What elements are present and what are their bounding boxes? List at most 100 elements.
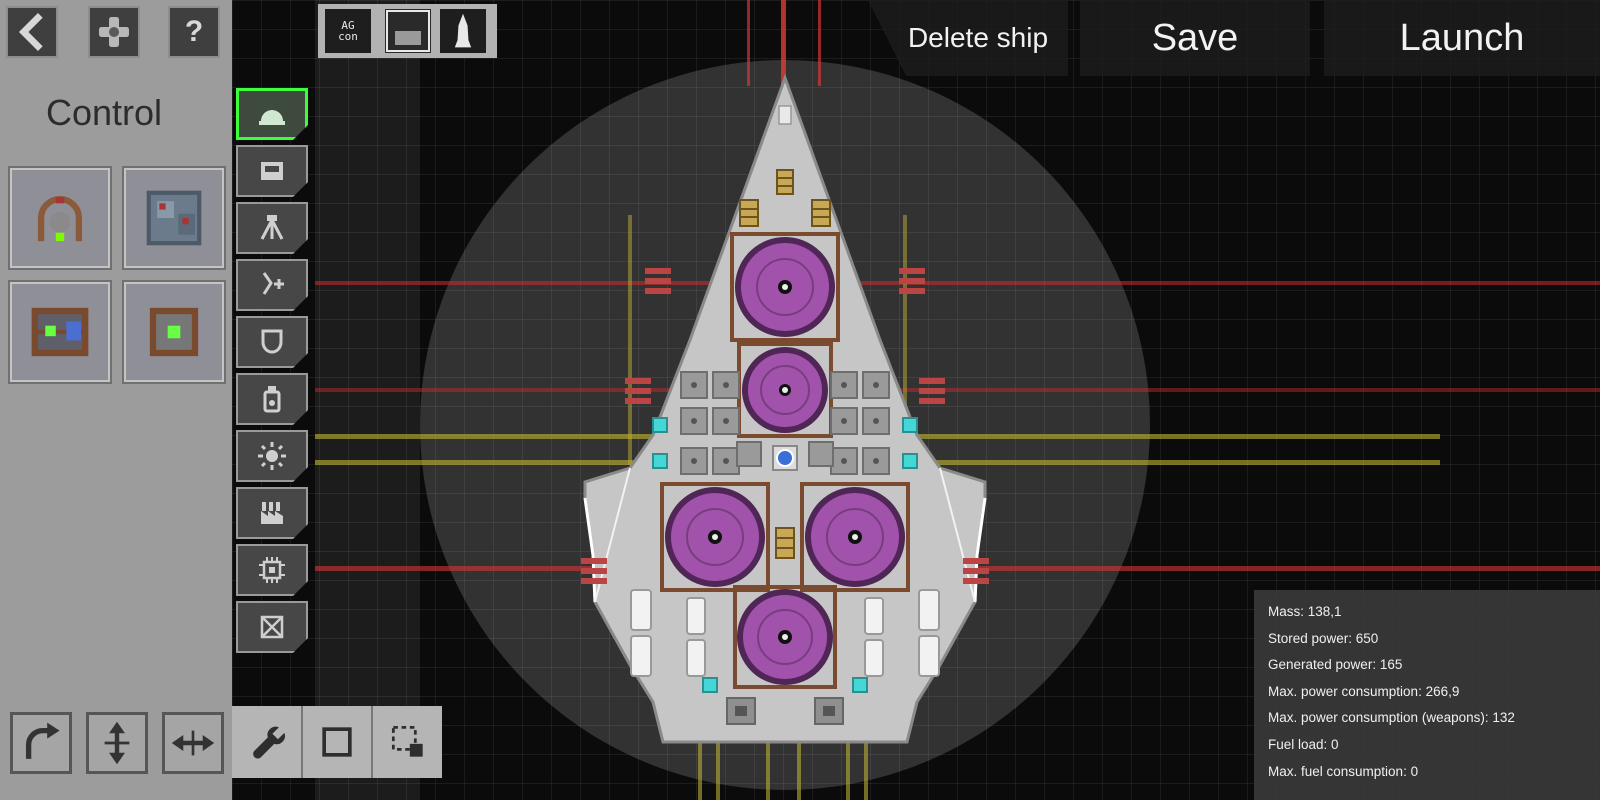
battery-modules[interactable] xyxy=(630,589,940,677)
category-command-button[interactable] xyxy=(236,88,308,140)
settings-button[interactable] xyxy=(88,6,140,58)
thruster-arc-line xyxy=(698,688,702,800)
gyro-part-icon xyxy=(149,307,199,357)
editor-canvas[interactable] xyxy=(232,0,1600,800)
nav-computer-part-icon xyxy=(146,190,202,246)
flip-vertical-button[interactable] xyxy=(86,712,148,774)
side-weapon-mounts[interactable] xyxy=(581,268,989,584)
engine-star-icon xyxy=(254,438,290,474)
ship-slot-bar: AG con xyxy=(318,4,497,58)
chip-icon xyxy=(254,552,290,588)
help-icon: ? xyxy=(184,15,204,48)
rotate-part-button[interactable] xyxy=(10,712,72,774)
category-defense-button[interactable] xyxy=(236,316,308,368)
thruster-arc-line xyxy=(766,688,770,800)
crossed-box-icon xyxy=(254,609,290,645)
stat-max-power-consumption-weapons: Max. power consumption (weapons): 132 xyxy=(1268,710,1515,726)
bridge-part-icon xyxy=(37,196,83,242)
part-slot-bridge[interactable] xyxy=(10,168,110,268)
cockpit-module[interactable] xyxy=(772,445,798,471)
control-unit-part-icon xyxy=(31,307,89,357)
reactor-module-4[interactable] xyxy=(800,482,910,592)
flip-horizontal-button[interactable] xyxy=(162,712,224,774)
category-engines-button[interactable] xyxy=(236,430,308,482)
weapon-arc-line xyxy=(818,0,821,86)
fuel-tank-icon xyxy=(254,381,290,417)
ship-slot-current[interactable] xyxy=(440,9,486,53)
category-remove-button[interactable] xyxy=(236,601,308,653)
category-production-button[interactable] xyxy=(236,487,308,539)
ship-blueprint[interactable] xyxy=(485,50,1085,770)
select-region-button[interactable] xyxy=(303,706,374,778)
thruster-arc-line xyxy=(864,688,868,800)
stat-mass: Mass: 138,1 xyxy=(1268,604,1342,619)
save-button[interactable]: Save xyxy=(1080,0,1310,76)
wrench-tool-button[interactable] xyxy=(232,706,303,778)
delete-ship-button[interactable]: Delete ship xyxy=(868,0,1068,76)
category-electronics-button[interactable] xyxy=(236,544,308,596)
ship-slot-ag-con[interactable]: AG con xyxy=(325,9,371,53)
square-select-icon xyxy=(322,727,352,757)
stat-max-power-consumption: Max. power consumption: 266,9 xyxy=(1268,683,1460,699)
weapon-arc-line xyxy=(315,281,1600,285)
back-button[interactable] xyxy=(6,6,58,58)
category-title: Control xyxy=(46,92,163,133)
weapon-arc-line xyxy=(315,388,1600,392)
turret-icon xyxy=(254,210,290,246)
reactor-module-3[interactable] xyxy=(660,482,770,592)
copy-selection-icon xyxy=(391,725,423,757)
ship-nose-module[interactable] xyxy=(739,105,831,227)
part-slot-gyro[interactable] xyxy=(124,282,224,382)
canvas-light-band xyxy=(315,0,420,800)
thruster-arc-line xyxy=(797,688,801,800)
category-cargo-button[interactable] xyxy=(236,145,308,197)
reactor-module-2[interactable] xyxy=(737,342,833,438)
stat-stored-power: Stored power: 650 xyxy=(1268,630,1379,646)
rotate-icon xyxy=(25,722,60,759)
category-fuel-button[interactable] xyxy=(236,373,308,425)
left-sidebar: ? Control xyxy=(0,0,232,800)
flip-vertical-icon xyxy=(104,721,130,765)
ship-silhouette-icon xyxy=(454,13,472,48)
ship-preview-icon xyxy=(386,10,430,52)
shield-icon xyxy=(254,324,290,360)
ship-slot-label: AG con xyxy=(338,19,358,43)
wrench-icon xyxy=(253,726,286,759)
energy-bolt-icon xyxy=(254,267,290,303)
reactor-module-1[interactable] xyxy=(730,232,840,342)
coolant-cells[interactable] xyxy=(652,417,918,693)
category-energy-button[interactable] xyxy=(236,259,308,311)
capacitor-module[interactable] xyxy=(775,527,795,559)
flip-horizontal-icon xyxy=(171,730,215,756)
edit-tools-panel xyxy=(232,706,442,778)
reactor-module-5[interactable] xyxy=(733,585,837,689)
category-toolstrip xyxy=(236,88,314,658)
part-slot-nav-computer[interactable] xyxy=(124,168,224,268)
help-button[interactable]: ? xyxy=(168,6,220,58)
factory-icon xyxy=(254,495,290,531)
thruster-arc-line xyxy=(628,215,632,465)
gear-icon xyxy=(99,17,129,47)
machinery-blocks[interactable] xyxy=(680,371,890,475)
thruster-modules[interactable] xyxy=(726,697,844,725)
launch-label: Launch xyxy=(1399,16,1525,59)
category-weapons-button[interactable] xyxy=(236,202,308,254)
launch-button[interactable]: Launch xyxy=(1324,0,1600,76)
thruster-arc-line xyxy=(903,215,907,465)
back-arrow-icon xyxy=(18,12,43,52)
ship-stats-panel: Mass: 138,1 Stored power: 650 Generated … xyxy=(1254,590,1600,800)
part-slot-control-unit[interactable] xyxy=(10,282,110,382)
copy-paste-button[interactable] xyxy=(373,706,442,778)
ship-slot-preview[interactable] xyxy=(385,9,431,53)
stat-generated-power: Generated power: 165 xyxy=(1268,657,1403,673)
weapon-arc-line xyxy=(747,0,750,86)
delete-ship-label: Delete ship xyxy=(907,22,1049,53)
weapon-arc-line xyxy=(781,0,786,86)
stat-max-fuel-consumption: Max. fuel consumption: 0 xyxy=(1268,763,1419,779)
save-label: Save xyxy=(1151,16,1239,59)
thruster-arc-line xyxy=(846,688,850,800)
stat-fuel-load: Fuel load: 0 xyxy=(1268,736,1339,752)
helmet-icon xyxy=(254,96,290,132)
thruster-arc-line xyxy=(716,688,720,800)
